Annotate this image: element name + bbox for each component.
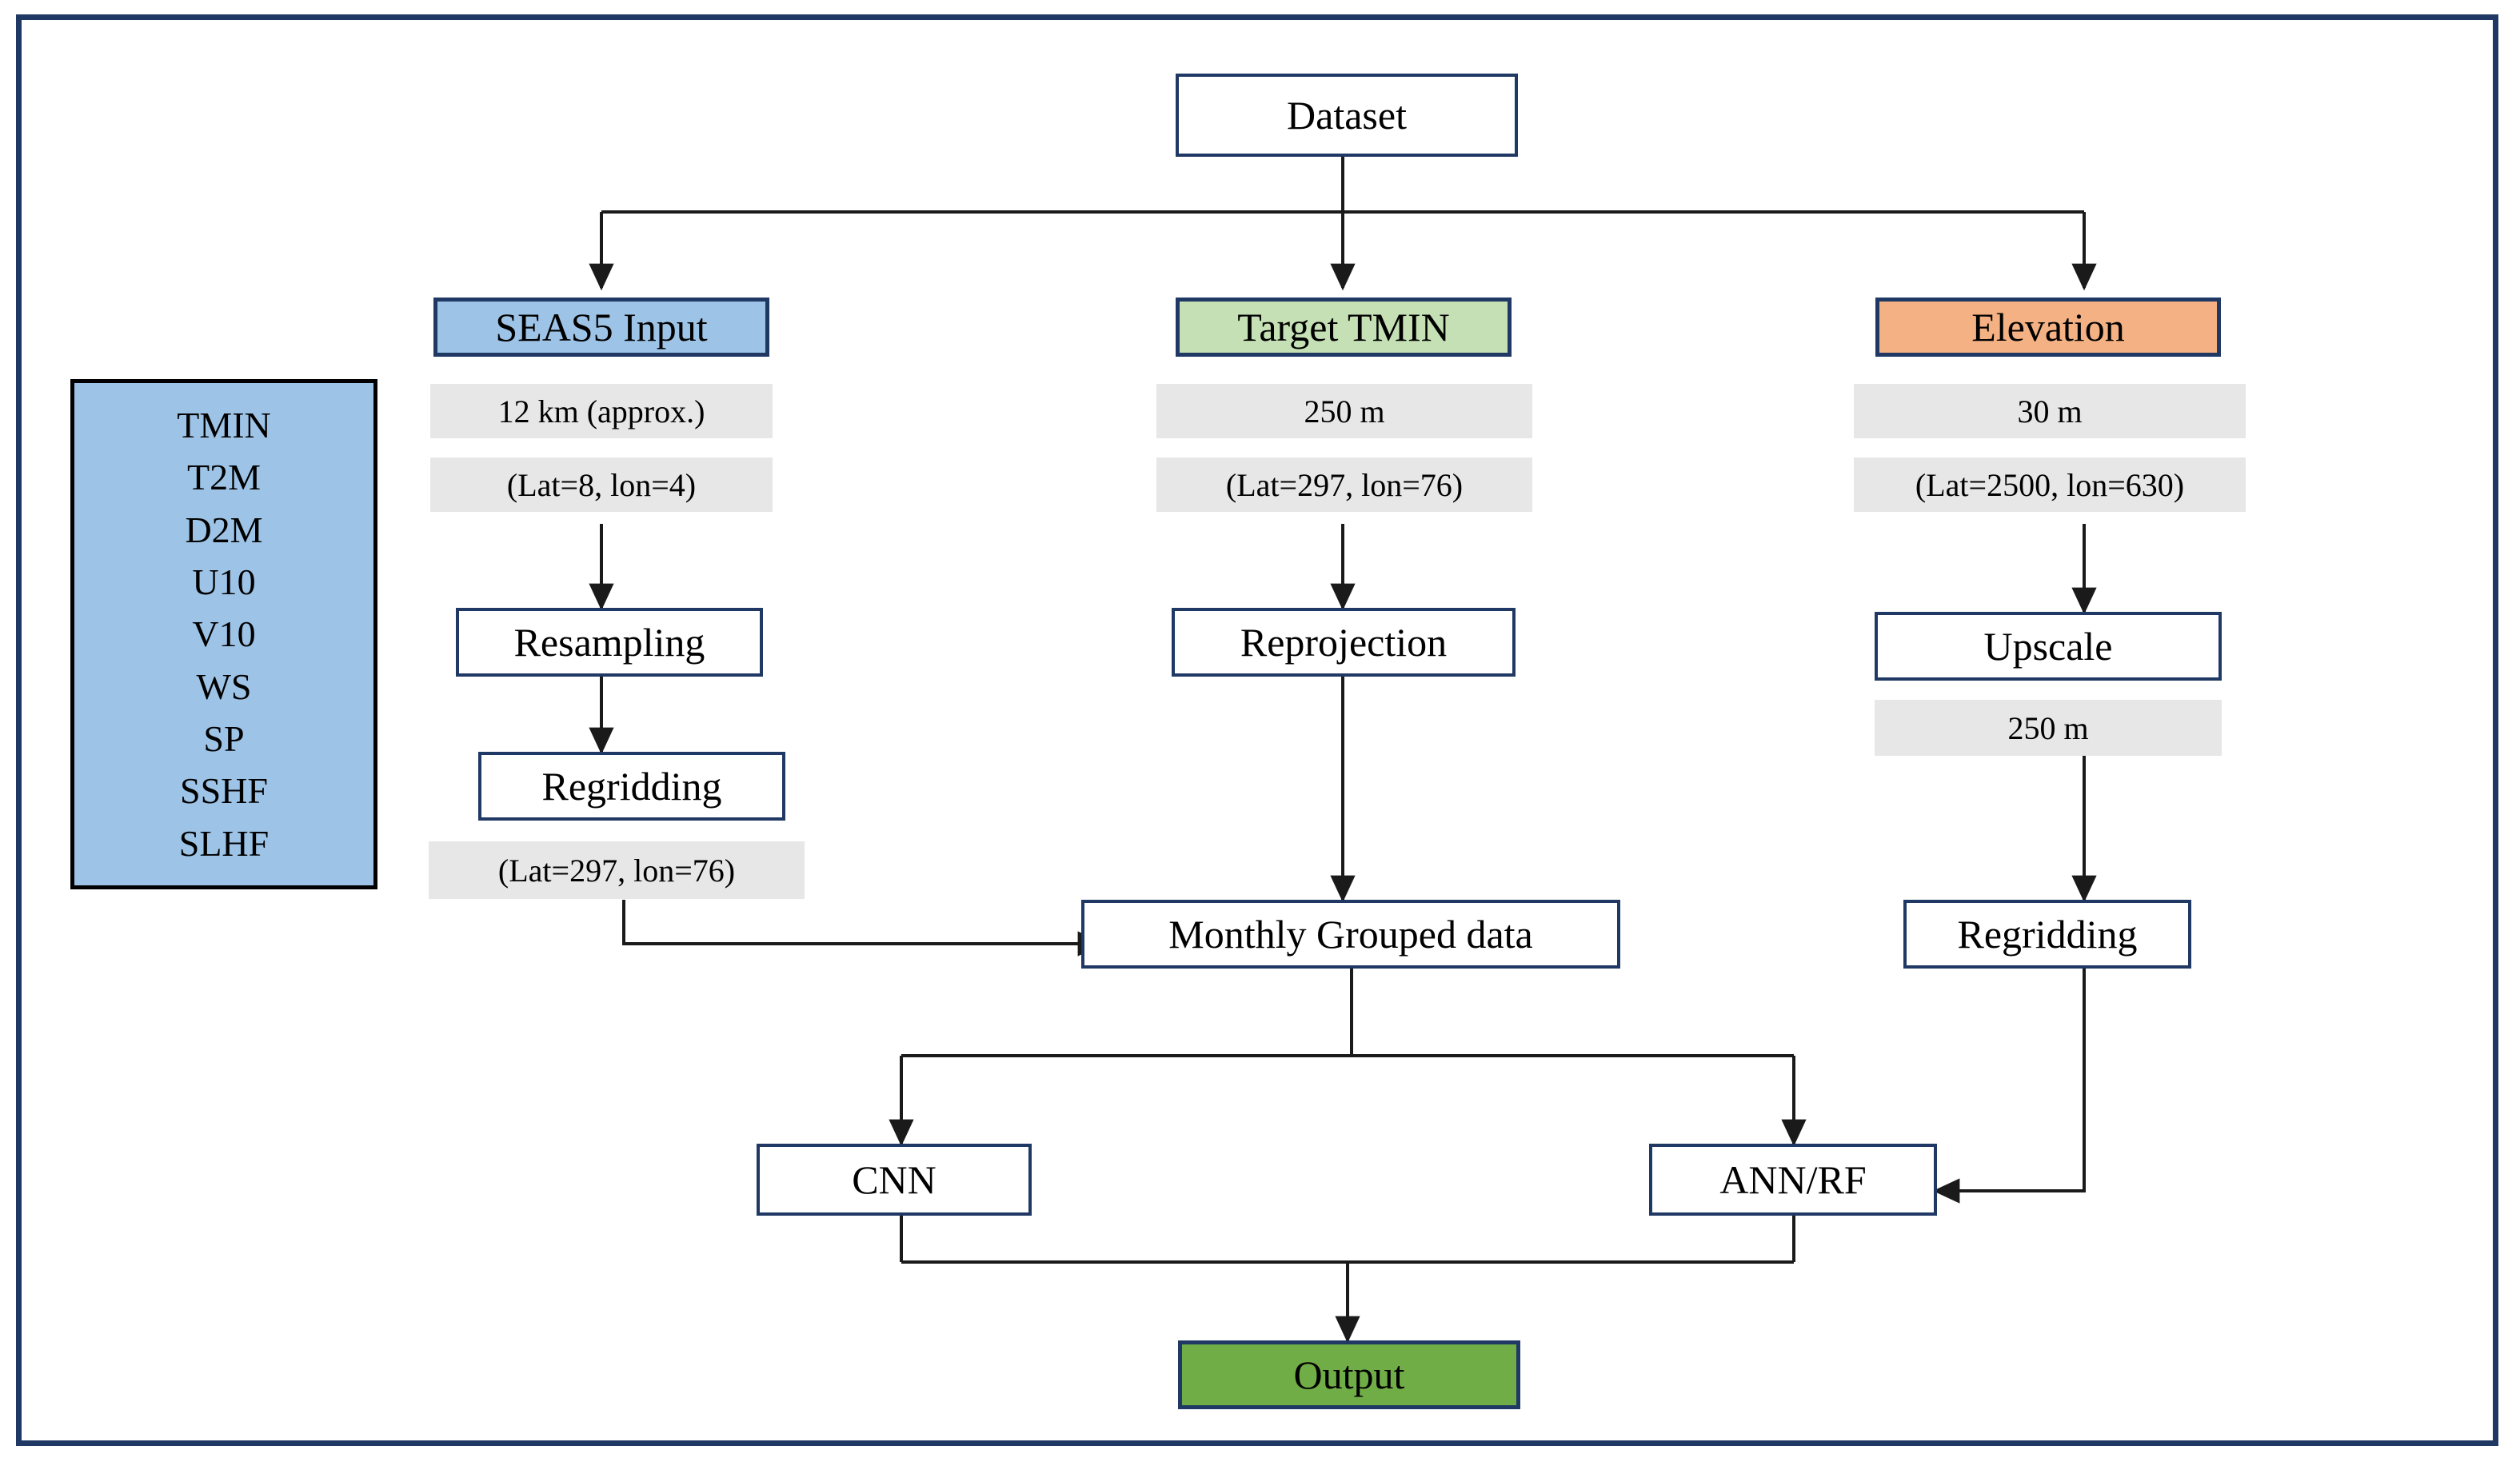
node-monthly-grouped-data-label: Monthly Grouped data [1168,911,1533,957]
node-elevation-label: Elevation [1971,304,2125,350]
meta-target-resolution: 250 m [1156,384,1532,438]
meta-seas5-result-dimensions-text: (Lat=297, lon=76) [497,852,736,889]
variable-item: WS [196,665,252,707]
node-output-label: Output [1293,1352,1405,1397]
node-output[interactable]: Output [1178,1340,1520,1409]
meta-seas5-dimensions-text: (Lat=8, lon=4) [506,466,697,503]
node-ann-rf-label: ANN/RF [1719,1156,1867,1202]
variable-item: SP [203,717,245,759]
meta-elevation-resolution: 30 m [1854,384,2246,438]
meta-elevation-dimensions-text: (Lat=2500, lon=630) [1915,466,2185,503]
meta-seas5-resolution: 12 km (approx.) [430,384,773,438]
meta-elevation-dimensions: (Lat=2500, lon=630) [1854,457,2246,512]
variable-item: SSHF [180,770,268,812]
node-dataset[interactable]: Dataset [1176,74,1518,157]
meta-seas5-result-dimensions: (Lat=297, lon=76) [429,841,805,899]
meta-seas5-dimensions: (Lat=8, lon=4) [430,457,773,512]
meta-target-resolution-text: 250 m [1304,393,1385,429]
meta-target-dimensions: (Lat=297, lon=76) [1156,457,1532,512]
variables-panel: TMIN T2M D2M U10 V10 WS SP SSHF SLHF [70,379,377,889]
variable-item: V10 [192,613,256,655]
node-seas5-input[interactable]: SEAS5 Input [433,298,769,357]
meta-elevation-upscale-resolution-text: 250 m [2007,709,2089,746]
node-upscale[interactable]: Upscale [1875,612,2222,681]
node-seas5-regridding-label: Regridding [541,763,722,809]
variable-item: SLHF [178,822,270,864]
variable-item: TMIN [177,405,271,446]
node-elevation-regridding-label: Regridding [1957,911,2138,957]
node-resampling[interactable]: Resampling [456,608,763,677]
meta-seas5-resolution-text: 12 km (approx.) [497,393,705,429]
variable-item: U10 [192,561,256,603]
node-dataset-label: Dataset [1287,92,1407,138]
node-monthly-grouped-data[interactable]: Monthly Grouped data [1081,900,1620,969]
node-reprojection[interactable]: Reprojection [1172,608,1516,677]
node-seas5-input-label: SEAS5 Input [495,304,708,350]
meta-elevation-resolution-text: 30 m [2017,393,2083,429]
node-resampling-label: Resampling [513,619,705,665]
node-target-tmin-label: Target TMIN [1237,304,1450,350]
node-ann-rf[interactable]: ANN/RF [1649,1144,1937,1216]
node-elevation[interactable]: Elevation [1875,298,2221,357]
node-target-tmin[interactable]: Target TMIN [1176,298,1512,357]
node-seas5-regridding[interactable]: Regridding [478,752,785,821]
meta-elevation-upscale-resolution: 250 m [1875,700,2222,756]
node-reprojection-label: Reprojection [1240,619,1448,665]
node-elevation-regridding[interactable]: Regridding [1903,900,2191,969]
meta-target-dimensions-text: (Lat=297, lon=76) [1225,466,1464,503]
node-cnn-label: CNN [852,1156,937,1202]
variable-item: D2M [185,509,263,550]
node-cnn[interactable]: CNN [757,1144,1032,1216]
variable-item: T2M [187,457,261,498]
node-upscale-label: Upscale [1983,623,2113,669]
